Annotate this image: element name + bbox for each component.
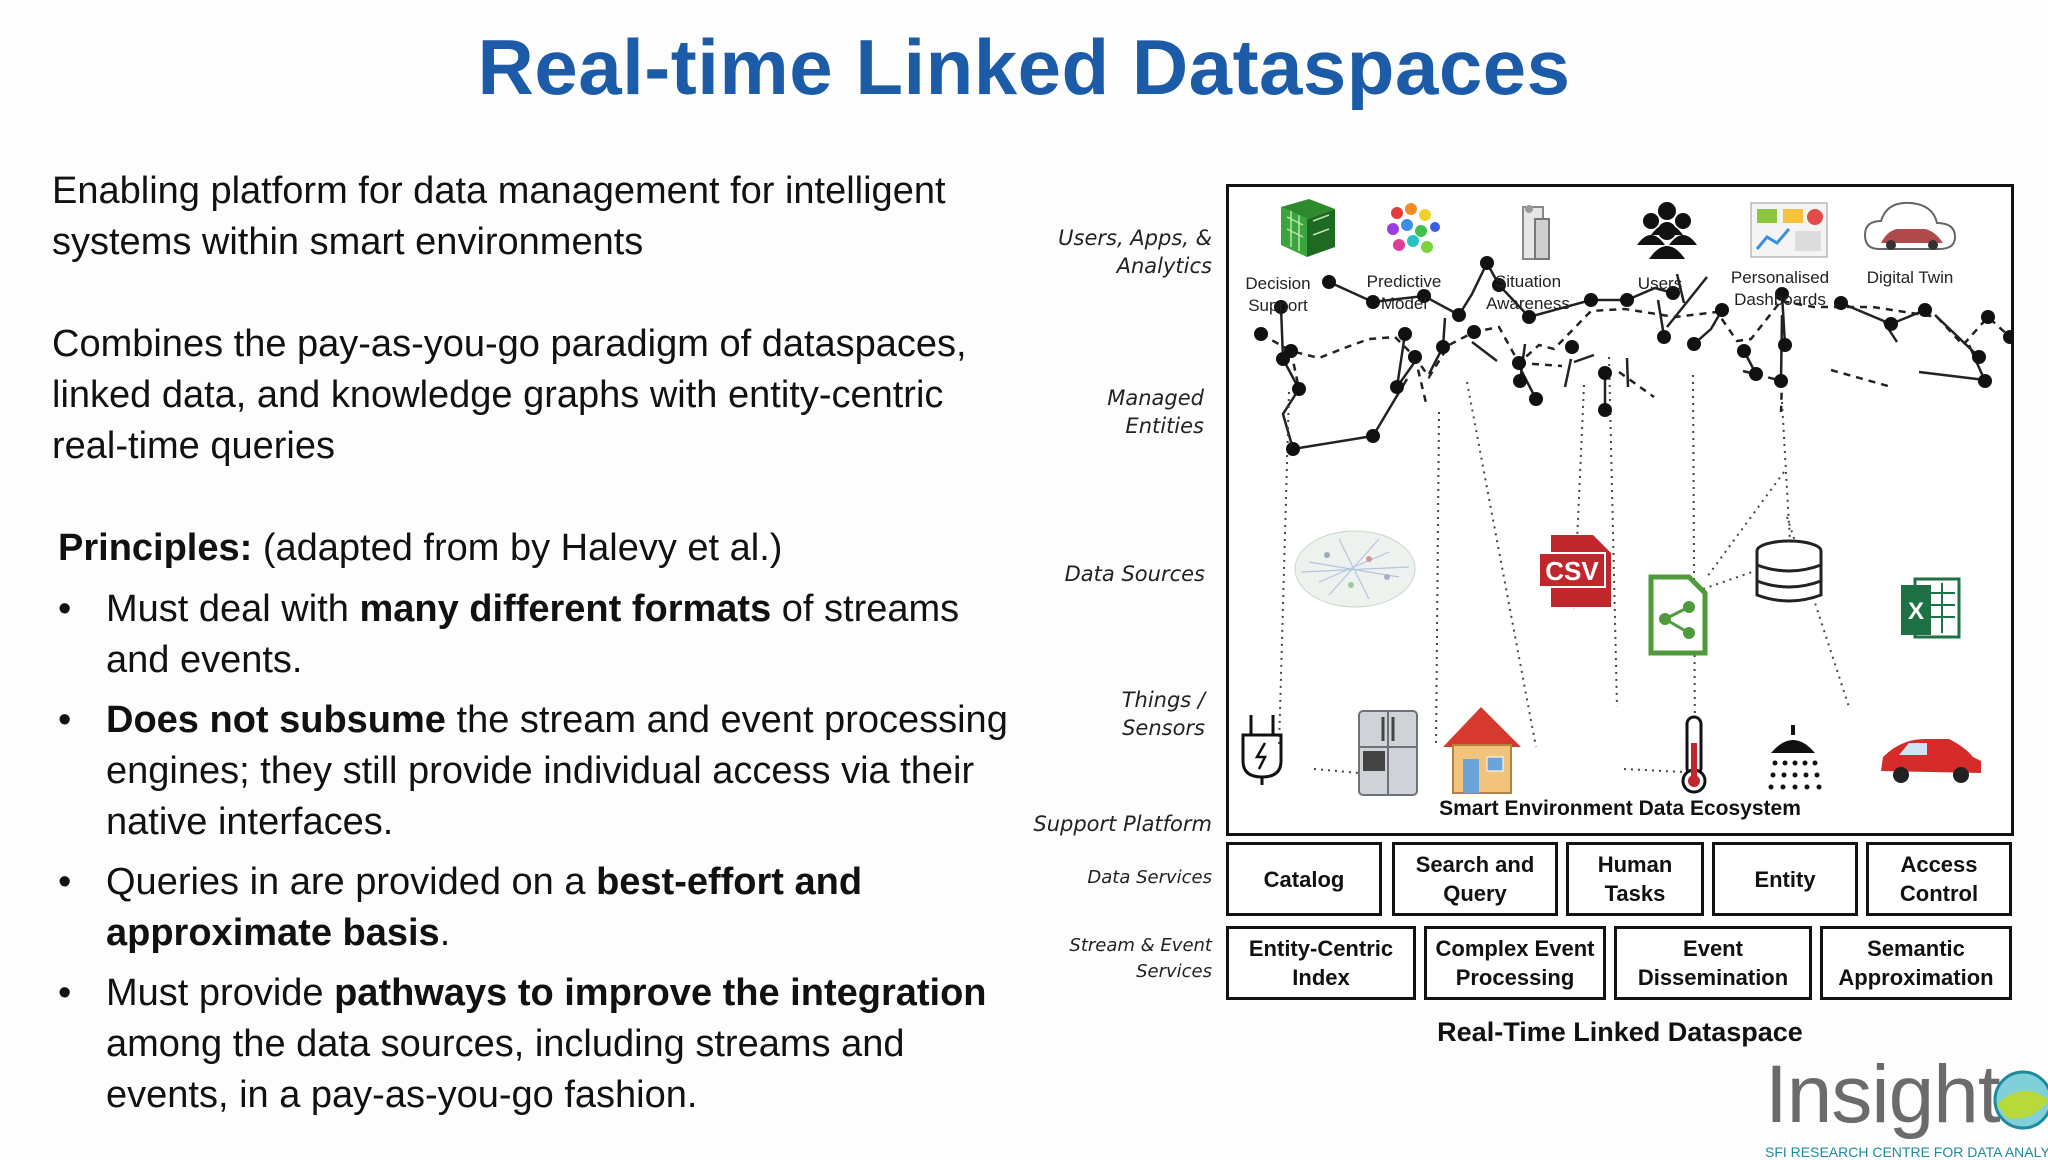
principle-emphasis: Does not subsume <box>106 699 446 741</box>
excel-label: X <box>1908 598 1924 625</box>
entity-graph-nodes <box>1254 256 2011 456</box>
principle-item: • Must provide pathways to improve the in… <box>52 968 1012 1121</box>
logo-wordmark: Insight <box>1765 1049 2001 1140</box>
smart-plug-icon <box>1241 715 1283 785</box>
app-label-decision-support: Decision Support <box>1245 274 1311 315</box>
principles-heading: Principles: (adapted from by Halevy et a… <box>58 523 1012 574</box>
app-label-users: Users <box>1637 274 1683 293</box>
principles-list: • Must deal with many different formats o… <box>52 584 1012 1121</box>
share-file-icon <box>1648 574 1708 656</box>
csv-label: CSV <box>1545 556 1599 586</box>
diagram-caption: Real-Time Linked Dataspace <box>1437 1017 1803 1047</box>
thermometer-icon <box>1681 715 1707 794</box>
service-entity: Entity <box>1712 842 1858 916</box>
service-catalog: Catalog <box>1226 842 1382 916</box>
slide-title: Real-time Linked Dataspaces <box>477 23 1571 111</box>
ecosystem-graphic: CSV X <box>1241 199 2011 796</box>
bullet-glyph: • <box>58 699 72 741</box>
principle-text: Must deal with <box>106 588 360 630</box>
dashboards-icon <box>1750 202 1828 258</box>
app-label-digital-twin: Digital Twin <box>1866 268 1954 287</box>
refrigerator-icon <box>1358 710 1418 796</box>
principle-text: among the data sources, including stream… <box>106 1023 905 1116</box>
decision-support-icon <box>1281 199 1335 257</box>
service-access-control: Access Control <box>1866 842 2012 916</box>
layer-label-sources: Data Sources <box>1064 562 1205 586</box>
principles-label: Principles: <box>58 527 253 569</box>
principle-text: Queries in are provided on a <box>106 861 597 903</box>
app-label-predictive-model: Predictive Model <box>1366 272 1442 313</box>
bullet-glyph: • <box>58 588 72 630</box>
insight-logo: Insight SFI RESEARCH CENTRE FOR DATA ANA… <box>1765 1048 2048 1160</box>
service-semantic-approximation: Semantic Approximation <box>1820 926 2012 1000</box>
excel-icon: X <box>1901 577 1961 639</box>
ecosystem-frame: CSV X <box>1226 184 2014 836</box>
principle-text: . <box>439 912 451 954</box>
logo-tagline: SFI RESEARCH CENTRE FOR DATA ANALYTICS <box>1765 1144 2048 1160</box>
users-icon <box>1637 202 1697 259</box>
smart-home-icon <box>1443 707 1521 794</box>
intro-paragraph-2: Combines the pay-as-you-go paradigm of d… <box>52 323 967 467</box>
principle-text: of streams and events. <box>106 588 960 681</box>
architecture-diagram: Users, Apps, & Analytics Managed Entitie… <box>1000 170 2048 1160</box>
principle-item: • Does not subsume the stream and event p… <box>52 695 1012 848</box>
digital-twin-icon <box>1863 201 1957 250</box>
principle-emphasis: many different formats <box>359 588 772 630</box>
layer-label-users: Users, Apps, & Analytics <box>1058 226 1212 278</box>
ecosystem-label: Smart Environment Data Ecosystem <box>1439 797 1801 820</box>
situation-awareness-icon <box>1522 205 1550 260</box>
service-complex-event-processing: Complex Event Processing <box>1424 926 1606 1000</box>
layer-label-platform: Support Platform <box>1033 812 1212 836</box>
principle-emphasis: best-effort and approximate basis <box>106 861 863 954</box>
car-icon <box>1881 739 1981 783</box>
layer-label-things: Things / Sensors <box>1121 688 1205 740</box>
intro-paragraph-1: Enabling platform for data management fo… <box>52 170 946 263</box>
shower-icon <box>1768 725 1822 790</box>
bullet-glyph: • <box>58 972 72 1014</box>
layer-label-stream-services: Stream & Event Services <box>1069 935 1212 982</box>
service-event-dissemination: Event Dissemination <box>1614 926 1812 1000</box>
principle-item: • Queries in are provided on a best-effor… <box>52 857 1012 959</box>
service-search-and-query: Search and Query <box>1392 842 1558 916</box>
database-icon <box>1755 539 1823 603</box>
service-human-tasks: Human Tasks <box>1566 842 1704 916</box>
app-label-situation-awareness: Situation Awareness <box>1486 272 1570 313</box>
principle-text: Must provide <box>106 972 335 1014</box>
principle-text: the stream and event processing engines;… <box>106 699 1008 843</box>
service-entity-centric-index: Entity-Centric Index <box>1226 926 1416 1000</box>
text-column: Enabling platform for data management fo… <box>52 166 1012 1130</box>
app-label-dashboards: Personalised Dashboards <box>1730 268 1830 309</box>
layer-label-entities: Managed Entities <box>1107 386 1204 438</box>
bullet-glyph: • <box>58 861 72 903</box>
principles-source: (adapted from by Halevy et al.) <box>252 527 783 569</box>
knowledge-graph-cloud-icon <box>1294 530 1416 608</box>
csv-file-icon: CSV <box>1538 535 1611 607</box>
principle-item: • Must deal with many different formats o… <box>52 584 1012 686</box>
principle-emphasis: pathways to improve the integration <box>334 972 987 1014</box>
entity-graph-edges <box>1260 260 2011 778</box>
layer-label-data-services: Data Services <box>1087 867 1212 888</box>
logo-globe-icon <box>1993 1070 2048 1130</box>
predictive-model-icon <box>1387 203 1440 253</box>
